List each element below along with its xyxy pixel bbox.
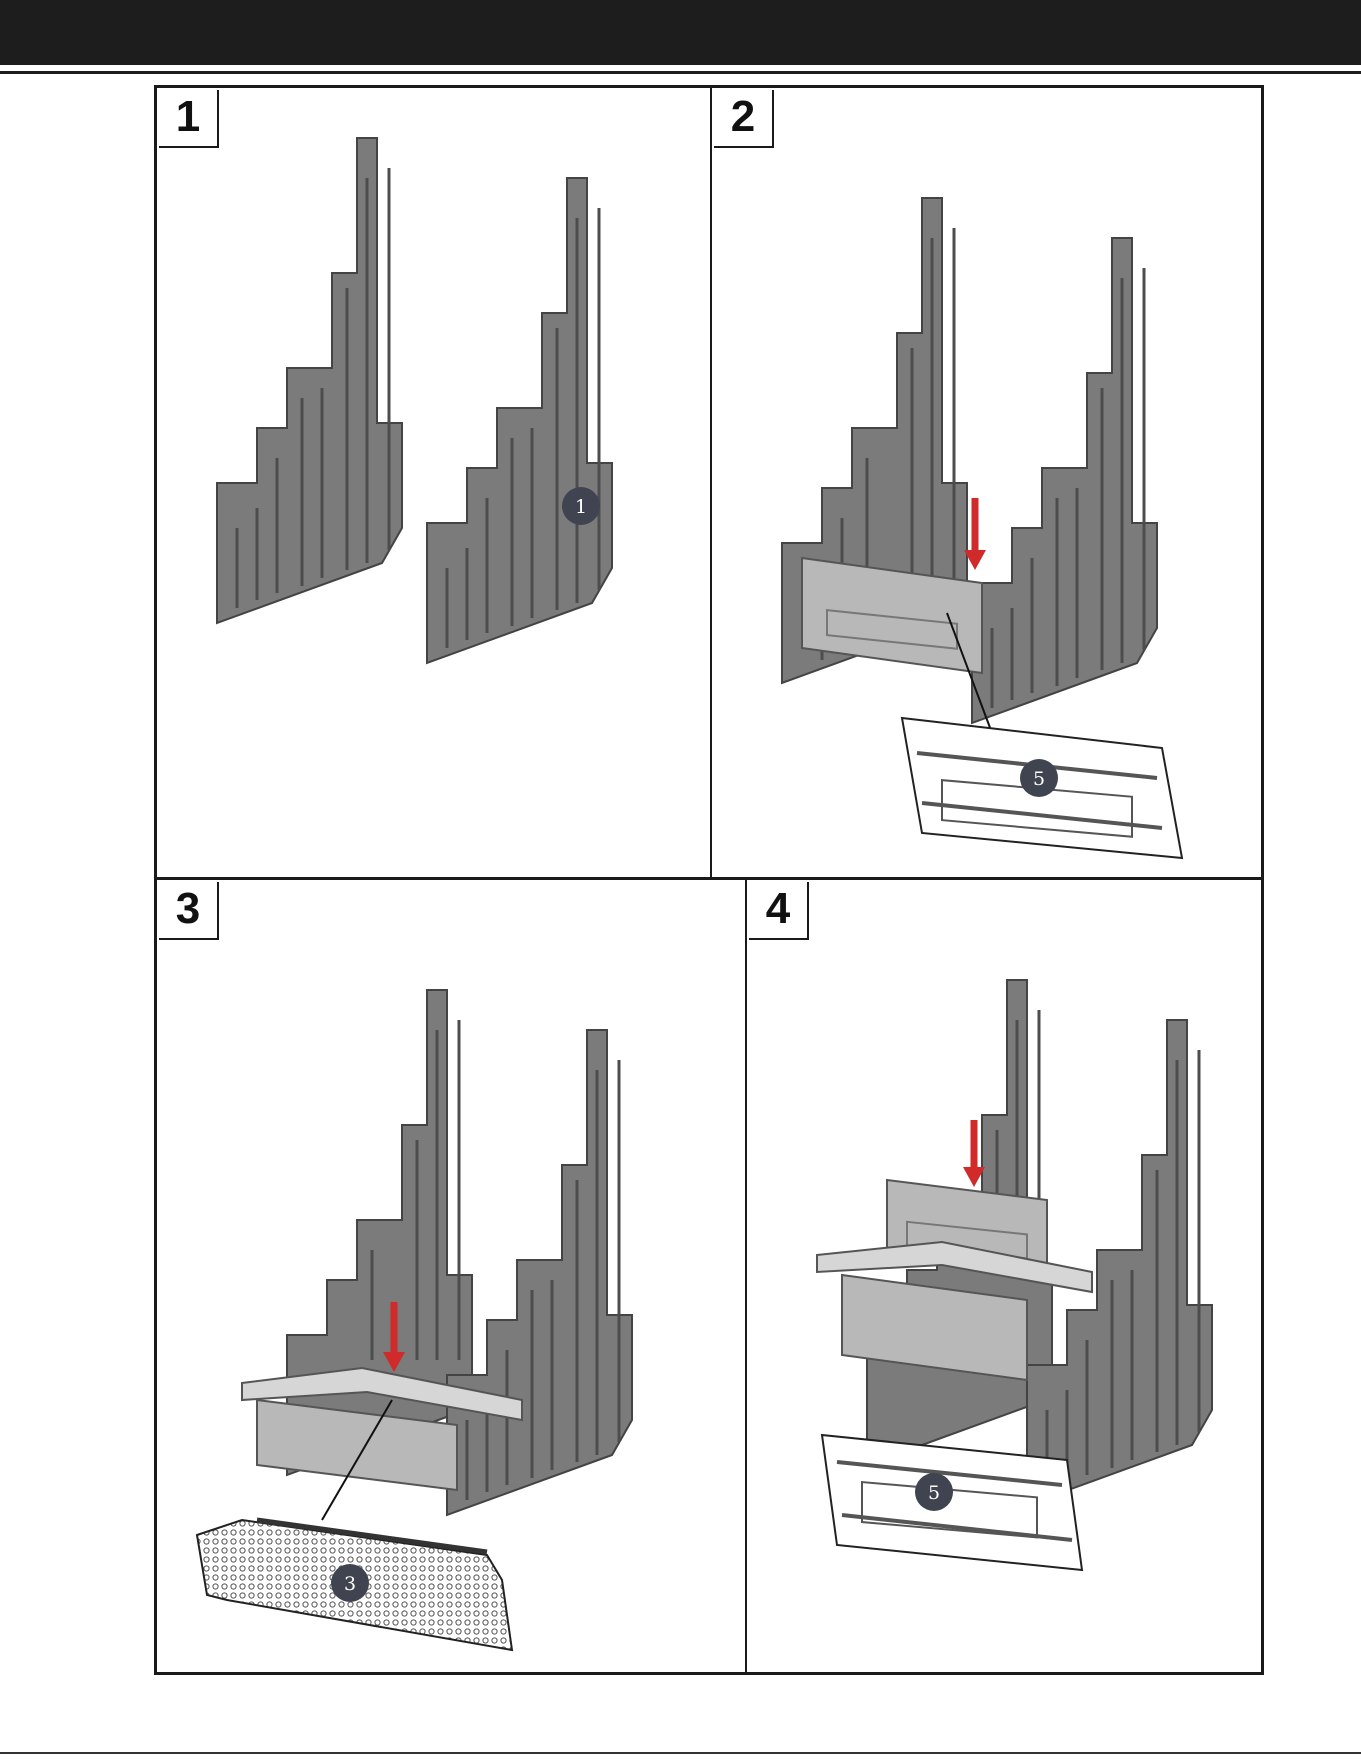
step-panel-2: 2 <box>712 88 1261 880</box>
callout-number: 1 <box>575 496 587 518</box>
grate-side-right <box>447 1030 632 1515</box>
header-rule <box>0 71 1361 74</box>
grate-side-right <box>972 238 1157 723</box>
step-4-illustration: 5 <box>747 880 1261 1672</box>
callout-number: 5 <box>1033 768 1045 790</box>
grate-side-right <box>1027 1020 1212 1505</box>
callout-badge: 3 <box>331 1564 369 1602</box>
footer-rule <box>0 1752 1361 1754</box>
step-3-illustration: 3 <box>157 880 745 1672</box>
callout-badge: 1 <box>562 487 600 525</box>
step-2-illustration: 5 <box>712 88 1261 877</box>
grate-side-right <box>427 178 612 663</box>
step-panel-3: 3 <box>157 880 747 1672</box>
callout-number: 5 <box>928 1482 940 1504</box>
header-bar <box>0 0 1361 65</box>
callout-number: 3 <box>344 1573 356 1595</box>
step-panel-1: 1 <box>157 88 712 880</box>
callout-badge: 5 <box>915 1473 953 1511</box>
step-1-illustration: 1 <box>157 88 710 877</box>
grate-side-left <box>217 138 402 623</box>
callout-badge: 5 <box>1020 759 1058 797</box>
assembly-steps-grid: 1 <box>154 85 1264 1675</box>
step-panel-4: 4 <box>747 880 1261 1672</box>
